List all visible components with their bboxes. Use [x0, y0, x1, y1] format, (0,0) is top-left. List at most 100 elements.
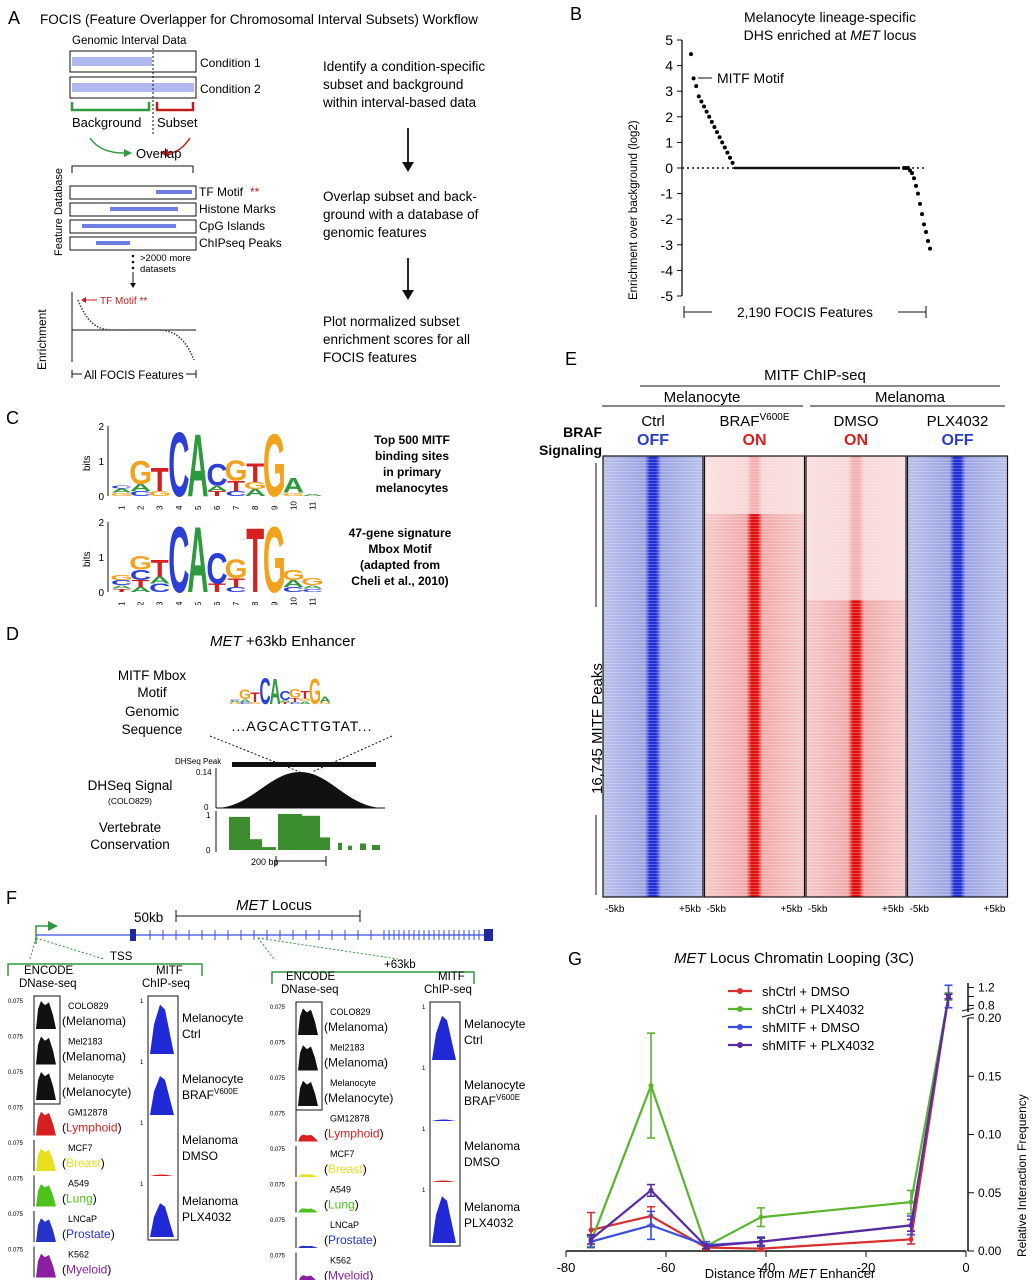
cell-type-label: (Lymphoid): [62, 1121, 122, 1135]
genomic-sequence-label-2: Sequence: [122, 722, 183, 737]
logo-position: 4: [175, 601, 184, 605]
logo-letter-T: T: [300, 689, 309, 701]
logo-letter-A: A: [206, 484, 227, 492]
g-ytick-label: 0.05: [978, 1186, 1002, 1200]
track-ytick: 0.075: [8, 1070, 24, 1076]
g-xtick-label: -20: [857, 1260, 876, 1275]
step-3-line-3: FOCIS features: [323, 350, 417, 365]
panel-g-series: [587, 984, 953, 1252]
conservation-bar: [348, 845, 352, 850]
cell-type-label: (Melanoma): [324, 1020, 388, 1034]
heatmap-fade: [806, 456, 906, 600]
x-label-right: +5kb: [984, 904, 1006, 915]
more-datasets-1: >2000 more: [140, 253, 191, 264]
b-point: [918, 201, 922, 206]
logo-letter-T: T: [246, 458, 264, 487]
conservation-bar: [302, 815, 320, 850]
logo-letter-A: A: [302, 494, 323, 497]
step-3-line-2: enrichment scores for all: [323, 332, 470, 347]
g-legend-label: shMITF + PLX4032: [762, 1038, 874, 1053]
b-point: [924, 230, 928, 234]
b-point: [704, 109, 709, 114]
dnase-peak: [299, 1275, 316, 1280]
logo-letter-G: G: [225, 455, 248, 487]
cell-type-label: (Melanocyte): [324, 1091, 393, 1105]
logo-letter-G: G: [289, 687, 301, 700]
encode-label: ENCODE: [24, 965, 74, 977]
b-point: [715, 130, 719, 135]
logo1-caption-1: Top 500 MITF: [374, 433, 450, 447]
b-point: [722, 145, 727, 150]
mitf-label: MITF: [438, 971, 465, 983]
logo-letter-A: A: [187, 417, 208, 516]
panel-b-title-1: Melanocyte lineage-specific: [744, 9, 916, 25]
conservation-track: [229, 814, 380, 850]
logo2-caption-1: 47-gene signature: [349, 526, 452, 540]
scale-50kb: 50kb: [134, 910, 163, 925]
track-ytick: 0.075: [8, 999, 24, 1005]
logo-position: 5: [194, 505, 203, 510]
melanocyte-group-label: Melanocyte: [664, 389, 741, 406]
logo-position: 9: [270, 505, 279, 510]
cell-type-label: (Melanoma): [62, 1014, 126, 1028]
panel-b-annotation: MITF Motif: [717, 70, 784, 86]
panel-b-points: [689, 52, 932, 251]
g-series-line: [589, 996, 950, 1248]
chip-track-label-a: Melanoma: [182, 1194, 238, 1208]
heatmap-border: [703, 455, 806, 898]
chip-track-label-a: Melanoma: [464, 1200, 520, 1214]
cell-line-name: A549: [68, 1179, 89, 1189]
b-point: [910, 171, 914, 176]
track-ytick: 0.075: [270, 1041, 286, 1047]
track-ytick: 0.075: [8, 1248, 24, 1254]
cell-line-name: Mel2183: [330, 1043, 365, 1053]
logo-letter-A: A: [239, 699, 250, 703]
cell-type-label: (Melanoma): [62, 1050, 126, 1064]
logo-letter-A: A: [130, 482, 151, 493]
logo-letter-C: C: [259, 671, 270, 711]
b-point: [928, 246, 932, 251]
highlight-box: [295, 1001, 323, 1111]
g-legend-label: shCtrl + PLX4032: [762, 1002, 864, 1017]
logo-letter-G: G: [301, 576, 324, 587]
chip-peak: [432, 1196, 456, 1243]
g-xtick-label: 0: [962, 1260, 969, 1275]
logo-letter-G: G: [249, 702, 261, 705]
cell-type-label: (Breast): [324, 1162, 367, 1176]
chip-ytick: 1: [422, 1066, 426, 1072]
b-point: [699, 99, 704, 104]
background-bracket: [70, 102, 151, 112]
x-label-left: -5kb: [707, 904, 727, 915]
conservation-bar: [278, 814, 302, 850]
conservation-bar: [372, 844, 380, 850]
step-2-line-2: ground with a database of: [323, 207, 479, 222]
chip-track-label-b: BRAFV600E: [464, 1093, 520, 1108]
scale-bar-label: 200 bp: [251, 857, 279, 867]
logo-letter-G: G: [110, 573, 133, 581]
heatmap-texture: [907, 456, 1008, 897]
heatmap-texture: [704, 456, 805, 897]
g-ytick-label: 0.10: [978, 1128, 1002, 1142]
chip-box: [147, 995, 179, 1241]
logo-letter-G: G: [129, 453, 152, 491]
g-legend-label: shCtrl + DMSO: [762, 984, 850, 999]
chip-ytick: 1: [422, 1188, 426, 1194]
chip-peak: [432, 1015, 456, 1060]
cell-type-label: (Myeloid): [324, 1269, 373, 1280]
g-series-line: [590, 996, 950, 1250]
logo-position: 8: [251, 601, 260, 605]
heatmap-texture: [603, 456, 703, 897]
logo-letter-G: G: [225, 554, 248, 583]
b-point: [707, 114, 712, 119]
logo-letter-C: C: [225, 586, 246, 594]
dnase-peak: [36, 1001, 56, 1029]
logo-letter-A: A: [283, 578, 304, 589]
logo-position: 9: [270, 601, 279, 605]
cell-type-label: (Prostate): [324, 1233, 377, 1247]
chipseq-label: ChIPseq Peaks: [199, 236, 282, 250]
